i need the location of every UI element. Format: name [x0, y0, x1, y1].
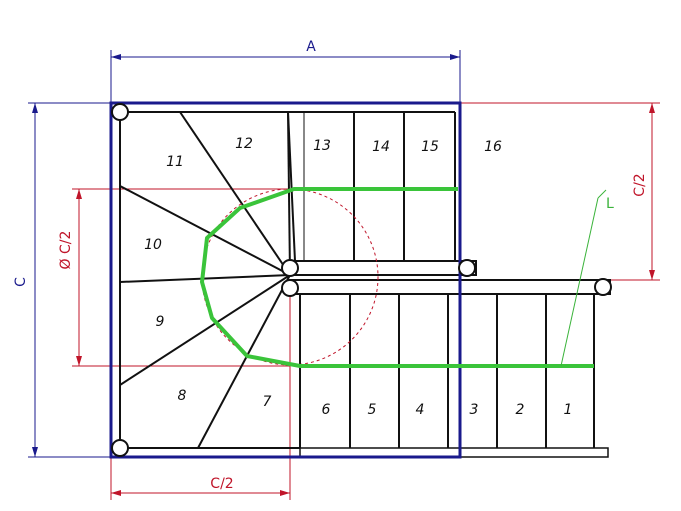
step-numbers: 1 2 3 4 5 6 7 8 9 10 11 12 13 14 15 16 — [144, 136, 572, 418]
post-lower-right — [594, 278, 612, 296]
upper-flight-treads — [287, 111, 456, 262]
post-center-upper — [281, 259, 299, 277]
step-label: 16 — [484, 139, 502, 155]
dimension-half-c-bottom: C/2 — [110, 290, 291, 500]
walk-line-label: L — [606, 196, 614, 212]
step-label: 4 — [416, 402, 425, 418]
walk-line-leader: L — [560, 189, 614, 367]
dimension-diameter-label: Ø C/2 — [58, 231, 74, 270]
step-label: 1 — [564, 402, 573, 418]
post-center-lower — [281, 279, 299, 297]
dimension-a-label: A — [306, 39, 316, 55]
winder-treads — [119, 111, 291, 449]
post-landing-right — [458, 259, 476, 277]
dimension-half-c-label: C/2 — [632, 173, 648, 196]
walk-line — [200, 187, 594, 368]
dimension-half-c-right: C/2 — [460, 102, 660, 281]
step-label: 12 — [235, 136, 253, 152]
posts — [111, 103, 612, 457]
stair-outline — [119, 111, 611, 458]
dimension-c-label: C — [13, 277, 29, 287]
step-label: 2 — [516, 402, 525, 418]
stairwell-frame — [109, 101, 462, 459]
step-label: 9 — [156, 314, 165, 330]
step-label: 3 — [470, 402, 479, 418]
dimension-half-c-bottom-label: C/2 — [210, 476, 233, 492]
step-label: 11 — [166, 154, 184, 170]
step-label: 13 — [313, 138, 331, 154]
step-label: 10 — [144, 237, 162, 253]
dimension-diameter: Ø C/2 — [58, 188, 290, 367]
step-label: 15 — [421, 139, 439, 155]
dimension-a: A — [110, 39, 461, 102]
step-label: 7 — [263, 394, 272, 410]
post-bottom-left — [111, 439, 129, 457]
lower-flight-treads — [299, 294, 595, 448]
step-label: 6 — [322, 402, 331, 418]
step-label: 5 — [368, 402, 377, 418]
dimension-c: C — [13, 102, 111, 458]
post-top-left — [111, 103, 129, 121]
step-label: 8 — [178, 388, 187, 404]
step-label: 14 — [372, 139, 390, 155]
